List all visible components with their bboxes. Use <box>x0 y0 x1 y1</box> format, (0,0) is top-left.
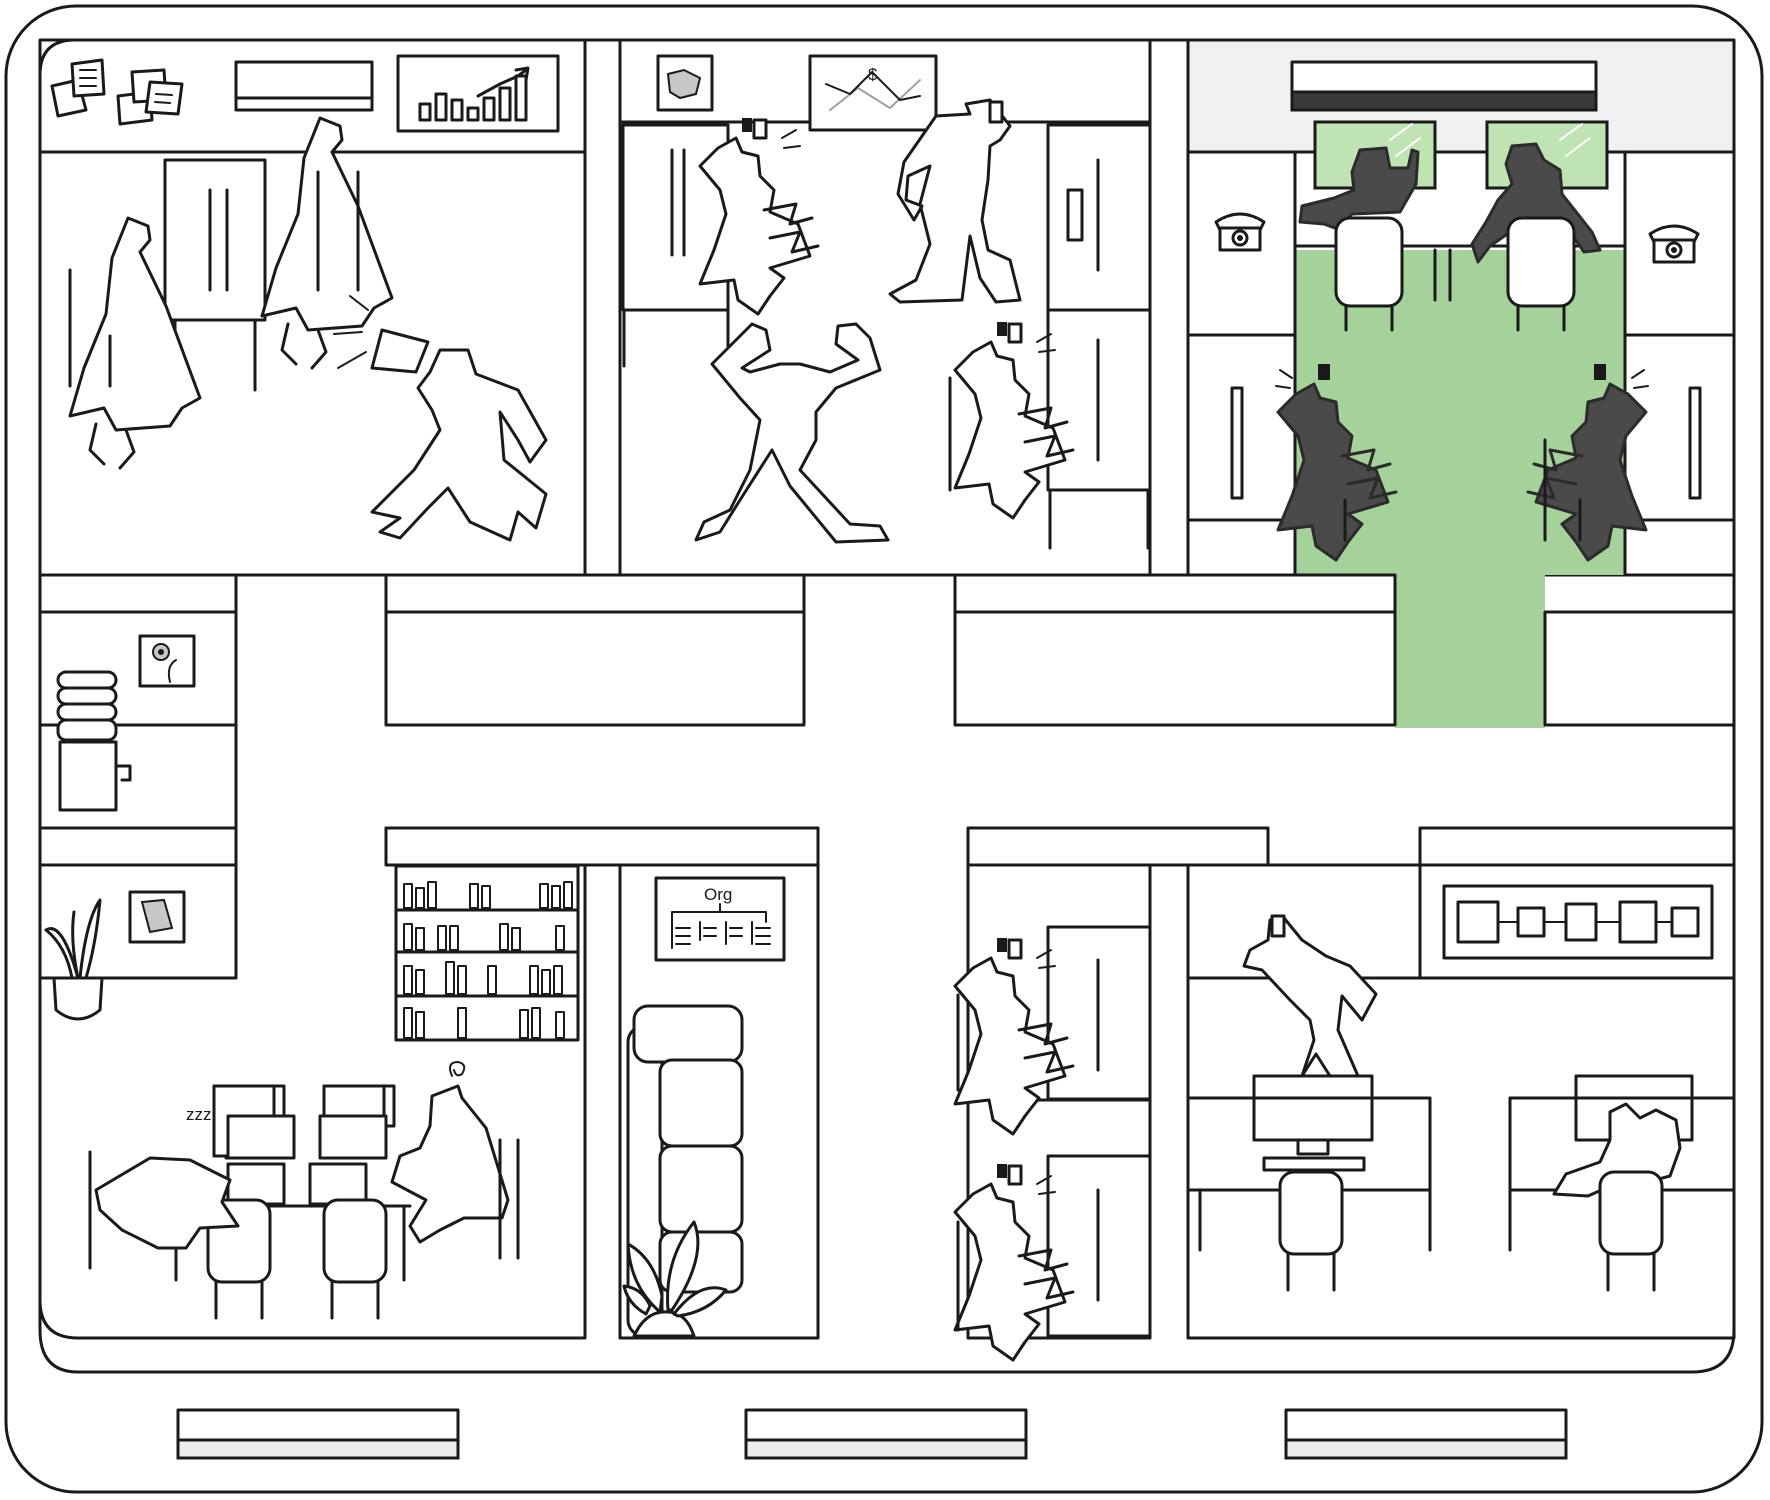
standing-phone-person <box>1242 914 1378 1078</box>
bar-chart-icon <box>396 54 560 133</box>
air-conditioner-unit <box>234 60 374 112</box>
org-chart-title: Org <box>704 885 732 904</box>
building-outline <box>4 4 1764 1494</box>
stock-chart-symbol: $ <box>868 65 878 84</box>
org-chart-board: Org <box>654 876 786 962</box>
water-cooler-icon <box>56 670 132 812</box>
bookshelf-icon <box>394 864 580 1042</box>
note-picture-icon <box>128 890 186 944</box>
line-chart-icon: $ <box>808 54 938 132</box>
room-top-right <box>1186 38 1736 728</box>
room-top-left <box>38 38 587 577</box>
telephone-icon <box>1214 212 1266 252</box>
corridor-middle <box>384 573 1736 727</box>
flower-picture-icon <box>138 634 196 688</box>
dark-person-desk-left <box>1298 146 1420 232</box>
phone-call-standing-person <box>888 98 1022 304</box>
angry-walking-person <box>333 295 548 542</box>
bottom-windows <box>176 1408 1568 1460</box>
handshake-picture-icon <box>656 54 714 112</box>
room-bottom-right <box>1186 826 1736 1340</box>
room-bottom-lounge: Org <box>618 863 820 1340</box>
telephone-icon <box>1648 224 1700 264</box>
potted-plant-icon <box>622 1220 728 1338</box>
sleep-symbol: zzz <box>186 1105 212 1124</box>
room-top-middle: $ <box>618 38 1152 577</box>
room-bottom-center <box>953 826 1270 1362</box>
air-conditioner-unit <box>1290 60 1598 112</box>
water-cooler-nook <box>38 573 238 830</box>
green-highlight-floor <box>1295 250 1625 728</box>
potted-plant-icon <box>44 898 104 1021</box>
confused-person <box>390 1061 510 1244</box>
sleeping-person: zzz <box>94 1105 240 1250</box>
room-bottom-left: zzz <box>38 826 820 1340</box>
flexing-person <box>694 322 890 544</box>
process-flow-icon <box>1442 884 1714 960</box>
sticky-notes-icon <box>50 58 184 126</box>
